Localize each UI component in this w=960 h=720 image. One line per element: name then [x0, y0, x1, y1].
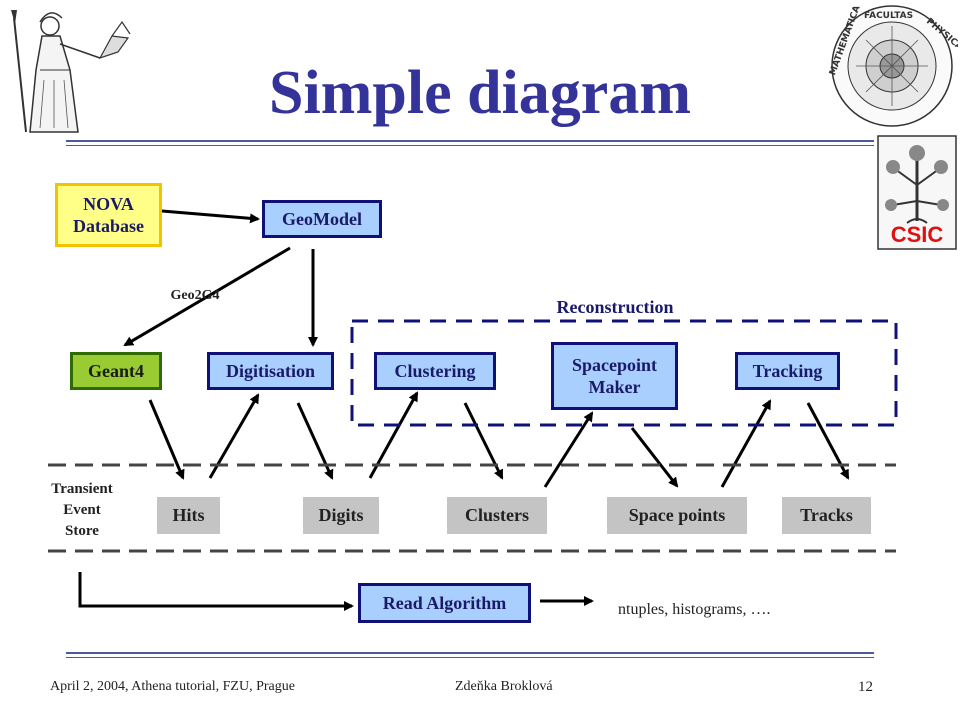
csic-wordmark: CSIC [890, 222, 944, 247]
geant4-box: Geant4 [70, 352, 162, 390]
arrow-store-readalg [78, 572, 354, 611]
outputs-label: ntuples, histograms, …. [618, 601, 771, 618]
digitisation-box: Digitisation [207, 352, 334, 390]
footer-event: April 2, 2004, Athena tutorial, FZU, Pra… [50, 679, 295, 694]
faculty-seal-logo: FACULTAS MATHEMATICA PHYSICAQUE [826, 2, 960, 130]
arrow-clustering-clusters [463, 402, 504, 480]
top-rule-thin [66, 145, 874, 146]
spacepoint-maker-box: Spacepoint Maker [551, 342, 678, 410]
read-algorithm-box: Read Algorithm [358, 583, 531, 623]
arrow-geomodel-geant4 [123, 246, 291, 347]
reconstruction-region [350, 319, 898, 427]
arrow-spacepoints-tracking [720, 399, 772, 488]
footer-author: Zdeňka Broklová [455, 679, 553, 694]
hits-box: Hits [157, 497, 220, 534]
svg-text:FACULTAS: FACULTAS [864, 11, 913, 21]
reconstruction-label: Reconstruction [556, 297, 674, 317]
bottom-rule-thin [66, 657, 874, 658]
clustering-box: Clustering [374, 352, 496, 390]
tracking-box: Tracking [735, 352, 840, 390]
bottom-rule [66, 652, 874, 654]
arrow-spacepoint-spacepoints [630, 427, 679, 488]
geo2g4-label: Geo2G4 [170, 288, 220, 303]
arrow-nova-geomodel [161, 209, 260, 224]
arrow-tracking-tracks [806, 402, 850, 480]
nova-database-box: NOVA Database [55, 183, 162, 247]
tracks-box: Tracks [782, 497, 871, 534]
arrow-geant4-hits [148, 399, 185, 480]
geomodel-box: GeoModel [262, 200, 382, 238]
clusters-box: Clusters [447, 497, 547, 534]
csic-logo: CSIC [877, 135, 957, 250]
space-points-box: Space points [607, 497, 747, 534]
digits-box: Digits [303, 497, 379, 534]
top-rule [66, 140, 874, 142]
athena-logo [0, 0, 140, 135]
page-number: 12 [858, 679, 873, 695]
transient-event-store-label: Transient Event Store [51, 481, 113, 539]
arrow-digitisation-digits [296, 402, 334, 480]
page-title: Simple diagram [269, 59, 691, 127]
arrow-clusters-spacepoint [543, 411, 594, 488]
